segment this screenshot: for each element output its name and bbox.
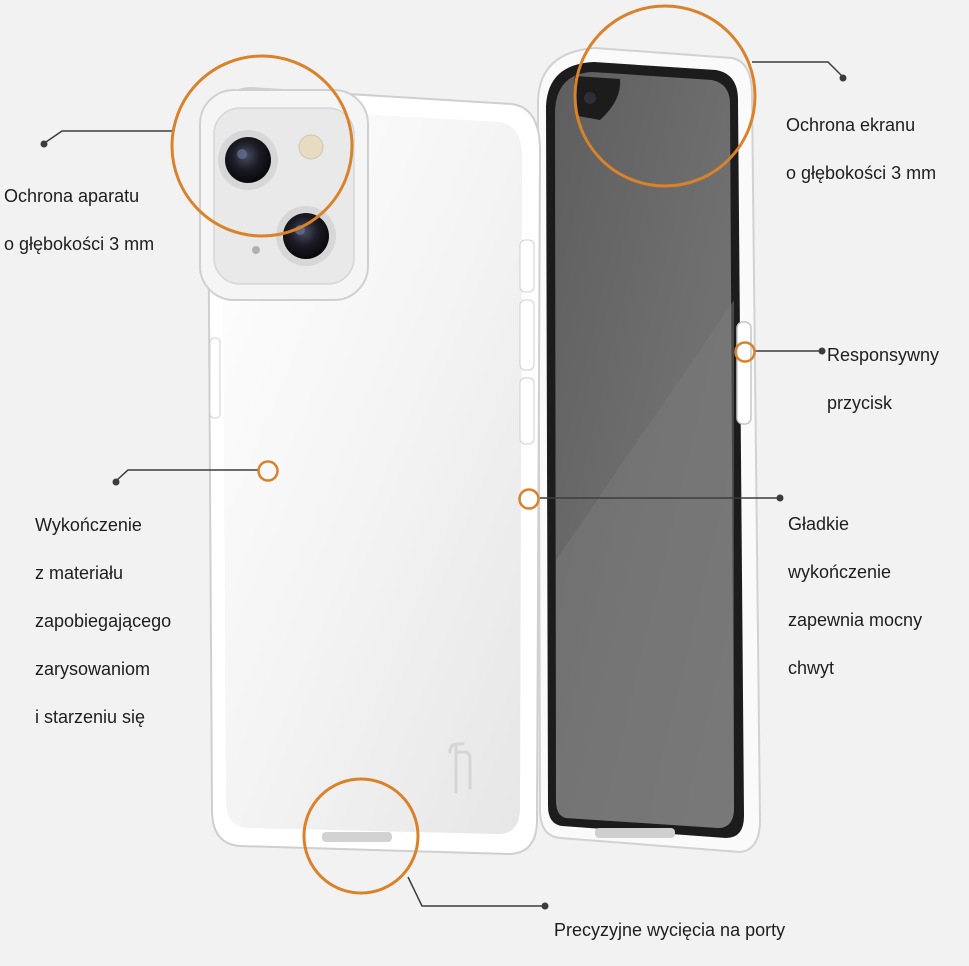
callout-material-line-1: Wykończenie — [35, 515, 142, 535]
back-side-button-1 — [519, 239, 535, 293]
front-side-button — [736, 321, 752, 425]
phone-front-view — [536, 46, 762, 854]
callout-grip-line-2: wykończenie — [788, 562, 892, 582]
callout-material-line-4: zarysowaniom — [35, 659, 151, 679]
screen-sheen — [556, 300, 734, 828]
callout-smooth-finish: Gładkie wykończenie zapewnia mocny chwyt — [788, 488, 966, 704]
back-side-button-2 — [519, 299, 535, 371]
callout-leaders — [45, 61, 843, 907]
lens-reflection-1 — [237, 149, 247, 159]
highlight-ports-circle — [302, 777, 420, 895]
back-left-switch — [209, 337, 221, 419]
phone-screen — [555, 72, 734, 828]
highlight-button-circle — [734, 341, 756, 363]
brand-logo-icon — [448, 742, 472, 794]
highlight-camera-circle — [170, 54, 354, 238]
microphone-dot — [252, 246, 260, 254]
callout-button-line-1: Responsywny — [827, 345, 940, 365]
feature-highlight-circles — [170, 4, 757, 895]
callout-screen-line-2: o głębokości 3 mm — [786, 163, 937, 183]
dot-ports — [541, 902, 549, 910]
bottom-port-cutout-left — [322, 832, 392, 842]
leader-ports — [407, 876, 545, 907]
camera-lens-1-icon — [225, 137, 271, 183]
callout-ports-line-1: Precyzyjne wycięcia na porty — [554, 920, 786, 940]
leader-endpoint-dots — [40, 74, 847, 910]
callout-button-line-2: przycisk — [827, 393, 893, 413]
phone-case-illustration — [40, 4, 847, 910]
dot-camera — [40, 140, 48, 148]
callout-material-line-2: z materiału — [35, 563, 124, 583]
leader-screen — [752, 61, 843, 77]
leader-camera — [45, 130, 172, 143]
callout-grip-line-4: chwyt — [788, 658, 835, 678]
product-feature-infographic: Ochrona aparatu o głębokości 3 mm Ochron… — [4, 4, 967, 940]
callout-port-cutouts: Precyzyjne wycięcia na porty — [554, 894, 854, 966]
dot-screen — [839, 74, 847, 82]
callout-responsive-button: Responsywny przycisk — [827, 319, 967, 439]
callout-camera-line-1: Ochrona aparatu — [4, 186, 140, 206]
screen-notch — [574, 76, 621, 120]
camera-flash-icon — [298, 134, 324, 160]
callout-camera-protection: Ochrona aparatu o głębokości 3 mm — [4, 160, 204, 280]
camera-lens-2-icon — [283, 213, 329, 259]
callout-grip-line-1: Gładkie — [788, 514, 850, 534]
highlight-screen-circle — [573, 4, 757, 188]
callout-camera-line-2: o głębokości 3 mm — [4, 234, 155, 254]
dot-button — [818, 347, 826, 355]
phone-back-view — [199, 86, 542, 856]
callout-grip-line-3: zapewnia mocny — [788, 610, 923, 630]
leader-material — [116, 469, 258, 481]
back-side-button-3 — [519, 377, 535, 445]
highlight-material-circle — [257, 460, 279, 482]
callout-material-finish: Wykończenie z materiału zapobiegającego … — [35, 489, 225, 753]
bottom-port-cutout-right — [595, 828, 675, 838]
highlight-grip-circle — [518, 488, 540, 510]
callout-material-line-3: zapobiegającego — [35, 611, 172, 631]
dot-grip — [776, 494, 784, 502]
front-camera-icon — [584, 92, 596, 104]
callout-screen-protection: Ochrona ekranu o głębokości 3 mm — [786, 89, 966, 209]
callout-material-line-5: i starzeniu się — [35, 707, 146, 727]
callout-screen-line-1: Ochrona ekranu — [786, 115, 916, 135]
dot-material — [112, 478, 120, 486]
